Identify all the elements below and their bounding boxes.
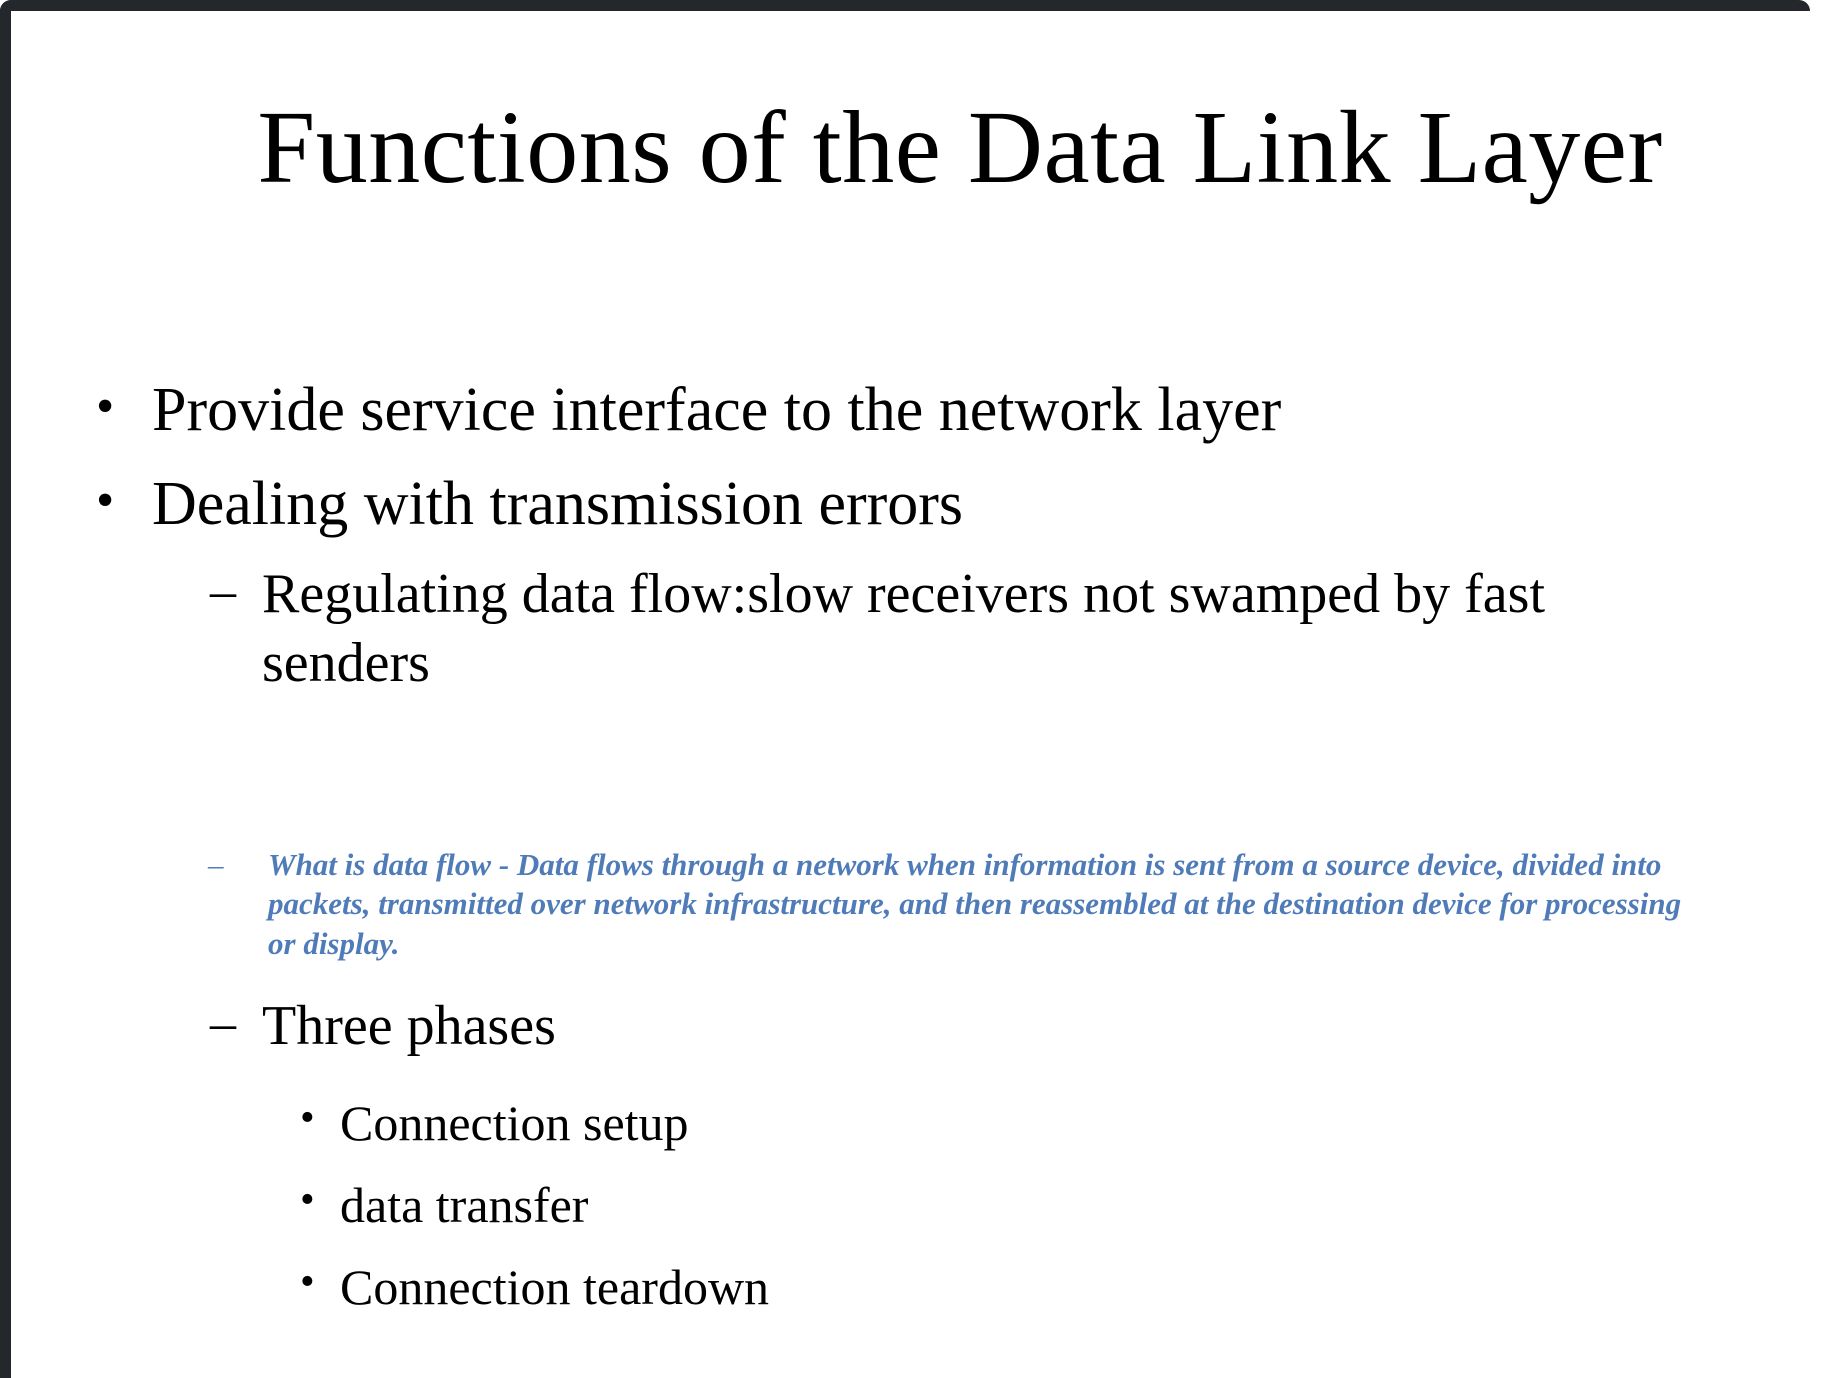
- bullet-marker-icon: •: [300, 1095, 315, 1141]
- bullet-text: Regulating data flow:slow receivers not …: [262, 563, 1545, 695]
- bullet-text: Connection teardown: [340, 1259, 770, 1315]
- dash-marker-icon: –: [210, 995, 236, 1052]
- page-title: Functions of the Data Link Layer: [257, 90, 1663, 205]
- bullet-level3-connection-teardown: • Connection teardown: [300, 1257, 1700, 1317]
- bullet-marker-icon: •: [300, 1177, 315, 1223]
- bullet-level1-provide-service-interface: • Provide service interface to the netwo…: [96, 374, 1796, 447]
- bullet-level2-regulating-data-flow: – Regulating data flow:slow receivers no…: [210, 560, 1710, 699]
- dash-marker-icon: –: [210, 563, 236, 620]
- dash-marker-icon: –: [208, 847, 224, 882]
- bullet-level3-data-transfer: • data transfer: [300, 1175, 1700, 1235]
- bullet-level2-three-phases: – Three phases: [210, 992, 1710, 1061]
- bullet-level1-dealing-with-transmission-errors: • Dealing with transmission errors: [96, 468, 1796, 541]
- bullet-text: Dealing with transmission errors: [152, 470, 964, 538]
- bullet-marker-icon: •: [300, 1259, 315, 1305]
- window-edge-top: [0, 0, 1810, 11]
- window-edge-left: [0, 0, 11, 1378]
- slide-canvas: [11, 11, 1840, 1378]
- bullet-text: Three phases: [262, 995, 556, 1057]
- bullet-text: What is data flow - Data flows through a…: [268, 847, 1682, 961]
- bullet-marker-icon: •: [96, 378, 115, 435]
- bullet-text: Provide service interface to the network…: [152, 376, 1282, 444]
- bullet-text: Connection setup: [340, 1095, 689, 1151]
- bullet-level3-connection-setup: • Connection setup: [300, 1093, 1700, 1153]
- bullet-marker-icon: •: [96, 472, 115, 529]
- bullet-level2-what-is-data-flow-note: – What is data flow - Data flows through…: [208, 845, 1708, 963]
- bullet-text: data transfer: [340, 1177, 589, 1233]
